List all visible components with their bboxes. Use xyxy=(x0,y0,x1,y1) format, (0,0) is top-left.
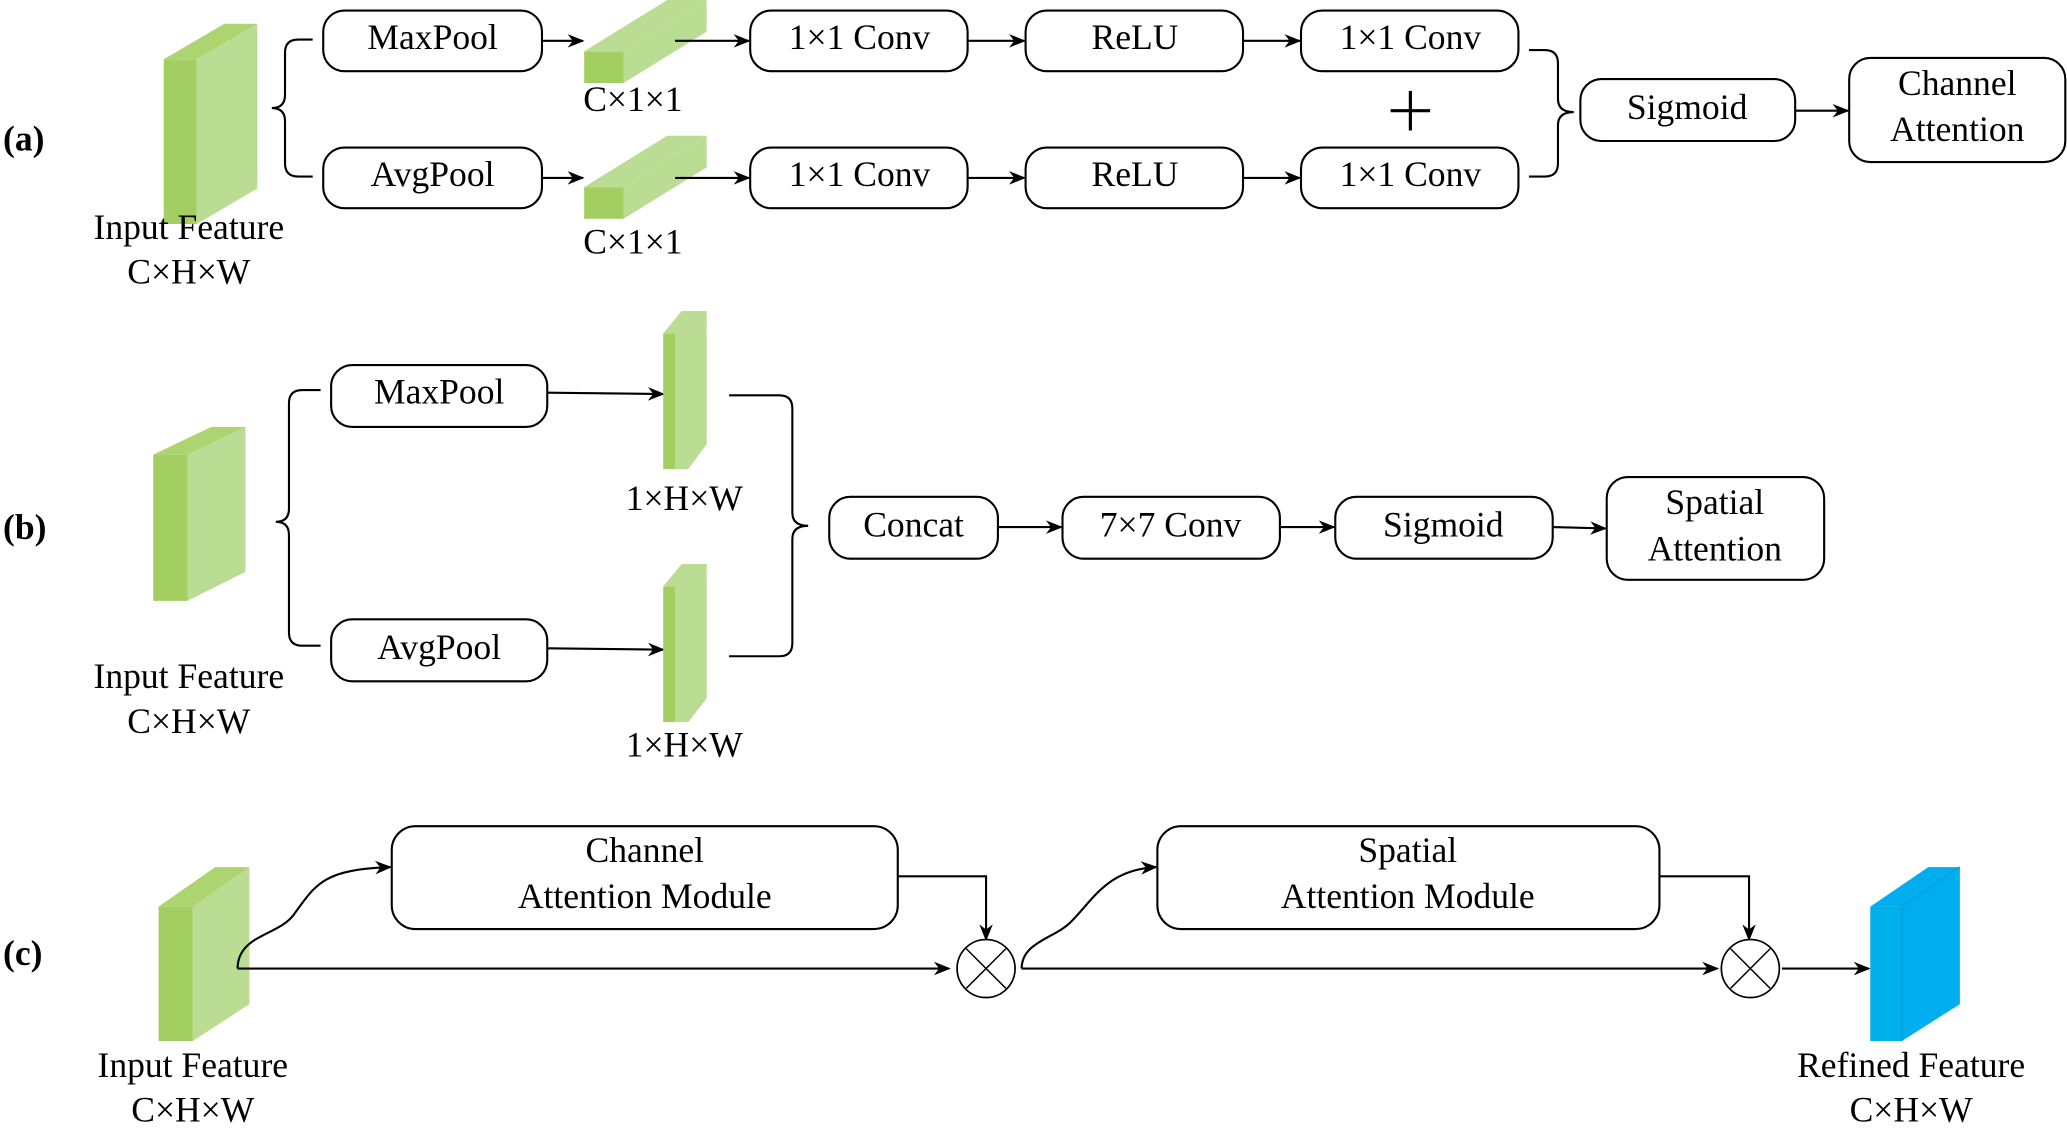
panel-b-label: (b) xyxy=(3,507,46,547)
panel-a-label: (a) xyxy=(3,118,44,158)
channel-attention-label-line2: Attention xyxy=(1890,109,2025,149)
panel-c-label: (c) xyxy=(3,933,42,973)
pooled-dims-bottom: C×1×1 xyxy=(583,221,682,261)
avgpool-label: AvgPool xyxy=(377,627,501,667)
relu-top-label: ReLU xyxy=(1092,17,1179,57)
conv1x1-top-b-label: 1×1 Conv xyxy=(1340,17,1482,57)
channel-attention-label-line1: Channel xyxy=(1898,63,2017,103)
spatial-map-top xyxy=(663,310,707,470)
channel-attention-module-box xyxy=(390,825,899,931)
input-feature-label: Input Feature xyxy=(97,1045,288,1085)
input-dims-label: C×H×W xyxy=(127,252,251,292)
maxpool-label: MaxPool xyxy=(374,371,505,411)
add-icon xyxy=(1390,90,1431,131)
input-feature-block xyxy=(158,867,250,1042)
arrow xyxy=(897,875,993,942)
input-dims-label: C×H×W xyxy=(131,1090,255,1128)
spatial-map-bottom xyxy=(663,564,707,723)
sigmoid-b-label: Sigmoid xyxy=(1383,505,1504,545)
conv1x1-top-a-label: 1×1 Conv xyxy=(789,17,931,57)
arrow xyxy=(236,860,393,969)
split-brace xyxy=(275,389,321,647)
relu-bottom-box xyxy=(1024,146,1245,210)
conv1x1-bottom-b-label: 1×1 Conv xyxy=(1340,154,1482,194)
maxpool-box xyxy=(330,363,549,429)
pooled-vector-bottom xyxy=(584,135,707,219)
spatial-dims-bottom: 1×H×W xyxy=(626,725,744,765)
spatial-attention-label-line2: Attention xyxy=(1648,528,1783,568)
spatial-attention-module-line2: Attention Module xyxy=(1281,876,1535,916)
sigmoid-a-label: Sigmoid xyxy=(1627,87,1748,127)
avgpool-label: AvgPool xyxy=(371,154,495,194)
input-feature-block xyxy=(153,426,246,601)
spatial-attention-label-line1: Spatial xyxy=(1665,482,1764,522)
arrow xyxy=(1552,521,1608,535)
multiply-icon-1 xyxy=(956,938,1016,999)
input-feature-label: Input Feature xyxy=(94,656,285,696)
refined-dims-label: C×H×W xyxy=(1850,1090,1974,1128)
input-feature-label: Input Feature xyxy=(94,207,285,247)
refined-feature-label: Refined Feature xyxy=(1797,1045,2025,1085)
relu-top-box xyxy=(1024,9,1245,73)
refined-feature-block xyxy=(1870,866,1961,1042)
panel-a: (a) Input Feature C×H×W MaxPool C×1×1 1×… xyxy=(3,0,2067,292)
merge-brace xyxy=(729,394,809,658)
spatial-attention-box xyxy=(1605,475,1826,581)
concat-label: Concat xyxy=(863,505,964,545)
panel-b: (b) Input Feature C×H×W MaxPool 1×H×W Av… xyxy=(3,310,1826,765)
merge-brace xyxy=(1528,49,1574,178)
input-dims-label: C×H×W xyxy=(127,701,251,741)
spatial-attention-module-line1: Spatial xyxy=(1358,830,1457,870)
spatial-attention-module-box xyxy=(1156,825,1661,931)
multiply-icon-2 xyxy=(1720,938,1781,999)
arrow xyxy=(1020,861,1158,969)
pooled-vector-top xyxy=(584,0,707,84)
relu-bottom-label: ReLU xyxy=(1092,154,1179,194)
spatial-dims-top: 1×H×W xyxy=(626,478,744,518)
split-brace xyxy=(271,38,313,178)
conv1x1-bottom-a-label: 1×1 Conv xyxy=(789,154,931,194)
arrow xyxy=(547,387,665,401)
maxpool-label: MaxPool xyxy=(367,17,498,57)
conv1x1-bottom-b-box xyxy=(1299,146,1520,210)
conv7x7-label: 7×7 Conv xyxy=(1100,505,1242,545)
channel-attention-module-line2: Attention Module xyxy=(518,876,772,916)
pooled-dims-top: C×1×1 xyxy=(583,79,682,119)
conv1x1-top-b-box xyxy=(1299,9,1520,73)
avgpool-box xyxy=(330,618,549,683)
panel-c: (c) Input Feature C×H×W Channel Attentio… xyxy=(3,825,2025,1128)
arrow xyxy=(1659,875,1756,942)
arrow xyxy=(547,642,665,657)
channel-attention-box xyxy=(1848,56,2067,164)
input-feature-block xyxy=(163,23,258,225)
channel-attention-module-line1: Channel xyxy=(586,830,705,870)
